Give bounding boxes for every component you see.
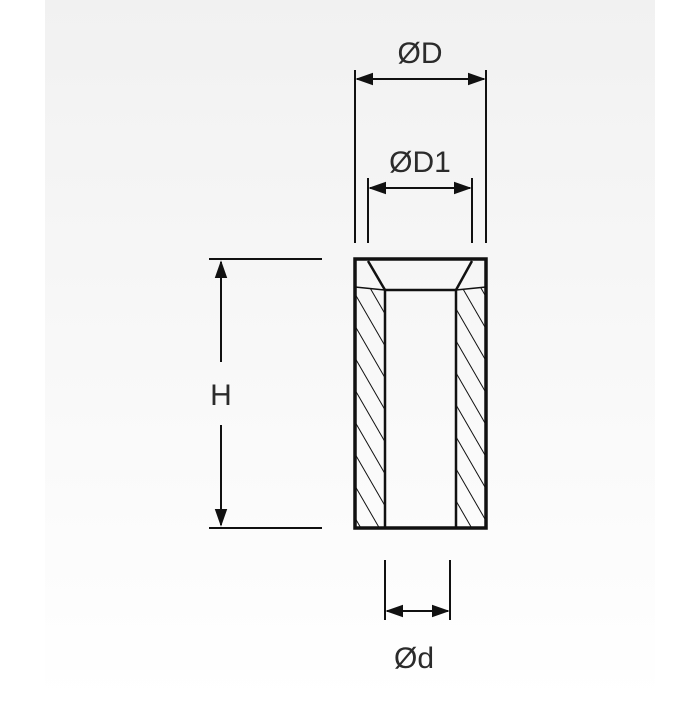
bushing-section: [353, 257, 488, 530]
right-wall-hatch: [456, 287, 486, 528]
dimension-inner-diameter: Ød: [384, 560, 451, 675]
dimension-outer-diameter: ØD: [354, 37, 487, 243]
right-wall-inner-boundary: [455, 286, 487, 291]
dimension-counterbore-diameter: ØD1: [367, 146, 473, 243]
outer-diameter-label: ØD: [398, 37, 443, 70]
chamfer-right: [454, 260, 474, 291]
background-panel: [45, 0, 655, 703]
left-wall-inner-boundary: [354, 286, 386, 291]
dimension-height: H: [209, 258, 322, 529]
chamfer-left: [366, 260, 387, 291]
inner-diameter-label: Ød: [394, 642, 434, 675]
left-wall-hatch: [355, 287, 385, 528]
height-label: H: [210, 379, 232, 412]
counterbore-diameter-label: ØD1: [389, 146, 451, 179]
outer-outline: [353, 257, 488, 530]
